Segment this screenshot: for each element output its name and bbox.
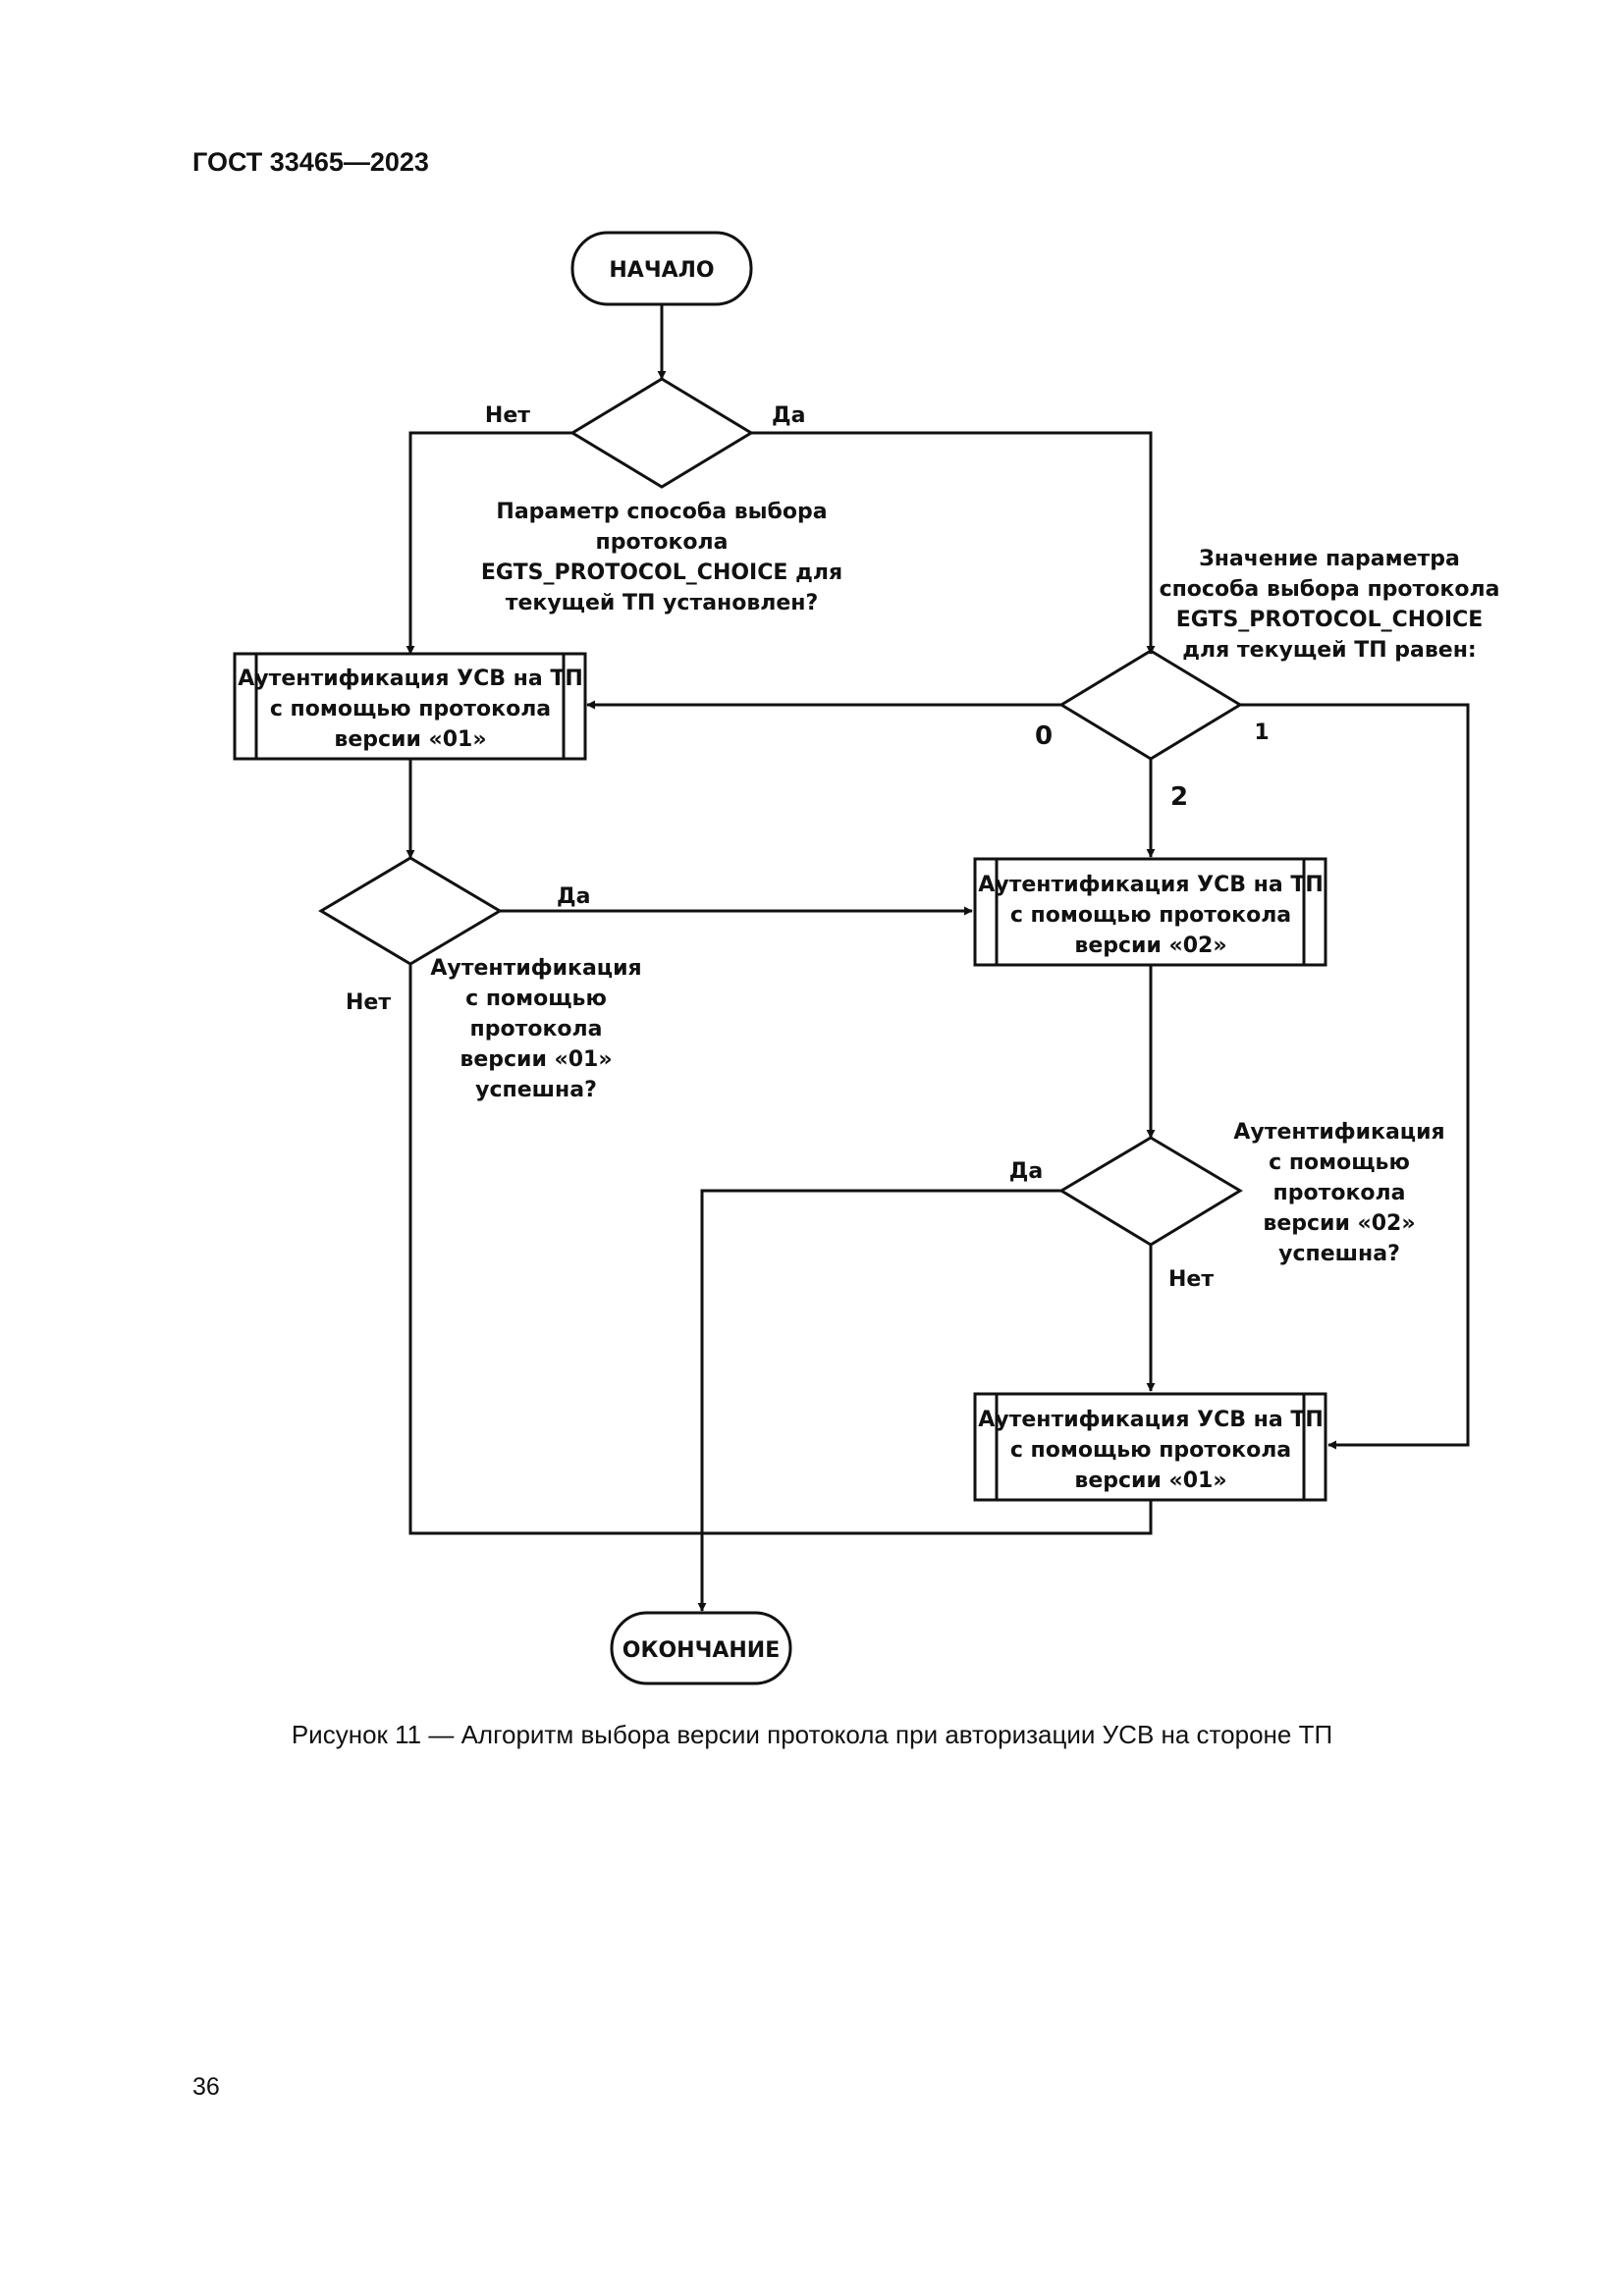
process-auth-v01-top: [233, 652, 587, 761]
flowchart: НАЧАЛО ОКОНЧАНИЕ Нет Да Параметр способа…: [233, 231, 1500, 1685]
document-header: ГОСТ 33465—2023: [192, 147, 429, 177]
v01-yes-label: Да: [557, 884, 590, 909]
auth-v01-top-line: Аутентификация УСВ на ТП: [238, 667, 583, 691]
param-set-yes-label: Да: [772, 403, 805, 428]
v02-question-line: протокола: [1273, 1181, 1406, 1205]
connector-no-param: [406, 431, 572, 655]
param-set-question-line: Параметр способа выбора: [496, 500, 827, 524]
start-label: НАЧАЛО: [609, 258, 714, 283]
param-set-question-line: EGTS_PROTOCOL_CHOICE для: [481, 561, 842, 585]
v02-question-line: с помощью: [1269, 1150, 1410, 1175]
process-auth-v02: [973, 857, 1327, 967]
v02-yes-label: Да: [1009, 1159, 1043, 1184]
param-value-branch-1: 1: [1254, 721, 1269, 745]
page-number: 36: [192, 2073, 220, 2101]
auth-v02-line: с помощью протокола: [1010, 903, 1291, 928]
auth-v01-bottom-line: с помощью протокола: [1010, 1438, 1291, 1463]
auth-v01-bottom-line: Аутентификация УСВ на ТП: [978, 1408, 1324, 1432]
decision-v01-success: [318, 856, 503, 966]
auth-v01-bottom-line: версии «01»: [1074, 1468, 1226, 1493]
start-terminal: [570, 231, 753, 306]
param-set-question-line: протокола: [596, 530, 729, 555]
decision-param-set: [569, 377, 754, 489]
v01-question-line: успешна?: [475, 1078, 597, 1102]
auth-v01-top-line: версии «01»: [334, 727, 486, 752]
v02-question-line: версии «02»: [1263, 1211, 1415, 1236]
auth-v01-top-line: с помощью протокола: [270, 697, 551, 721]
figure-caption: Рисунок 11 — Алгоритм выбора версии прот…: [291, 1720, 1333, 1749]
param-value-question-line: для текущей ТП равен:: [1182, 638, 1476, 663]
param-value-branch-2: 2: [1170, 782, 1188, 812]
param-value-question-line: Значение параметра: [1199, 547, 1460, 571]
auth-v02-line: версии «02»: [1074, 934, 1226, 958]
param-set-question-line: текущей ТП установлен?: [506, 591, 819, 615]
v02-no-label: Нет: [1168, 1267, 1214, 1292]
decision-v02-success: [1058, 1136, 1243, 1247]
v02-question-line: Аутентификация: [1233, 1120, 1444, 1145]
auth-v02-line: Аутентификация УСВ на ТП: [978, 873, 1324, 897]
decision-param-value: [1058, 649, 1243, 761]
connector-yes-param: [751, 431, 1156, 655]
end-terminal: [610, 1611, 792, 1685]
connector-v01-no: [408, 964, 1153, 1535]
v02-question-line: успешна?: [1278, 1242, 1400, 1266]
param-set-no-label: Нет: [485, 403, 530, 428]
connector-v02-yes: [697, 1189, 1061, 1612]
v01-question-line: Аутентификация: [430, 956, 641, 981]
param-value-branch-0: 0: [1035, 721, 1053, 751]
param-value-question-line: способа выбора протокола: [1160, 577, 1500, 602]
connector-value-1: [1240, 703, 1470, 1450]
process-auth-v01-bottom: [973, 1392, 1327, 1502]
v01-question-line: с помощью: [465, 987, 607, 1011]
v01-question-line: версии «01»: [460, 1047, 612, 1072]
v01-no-label: Нет: [346, 990, 391, 1015]
end-label: ОКОНЧАНИЕ: [623, 1638, 780, 1663]
v01-question-line: протокола: [470, 1017, 603, 1041]
param-value-question-line: EGTS_PROTOCOL_CHOICE: [1176, 608, 1484, 632]
